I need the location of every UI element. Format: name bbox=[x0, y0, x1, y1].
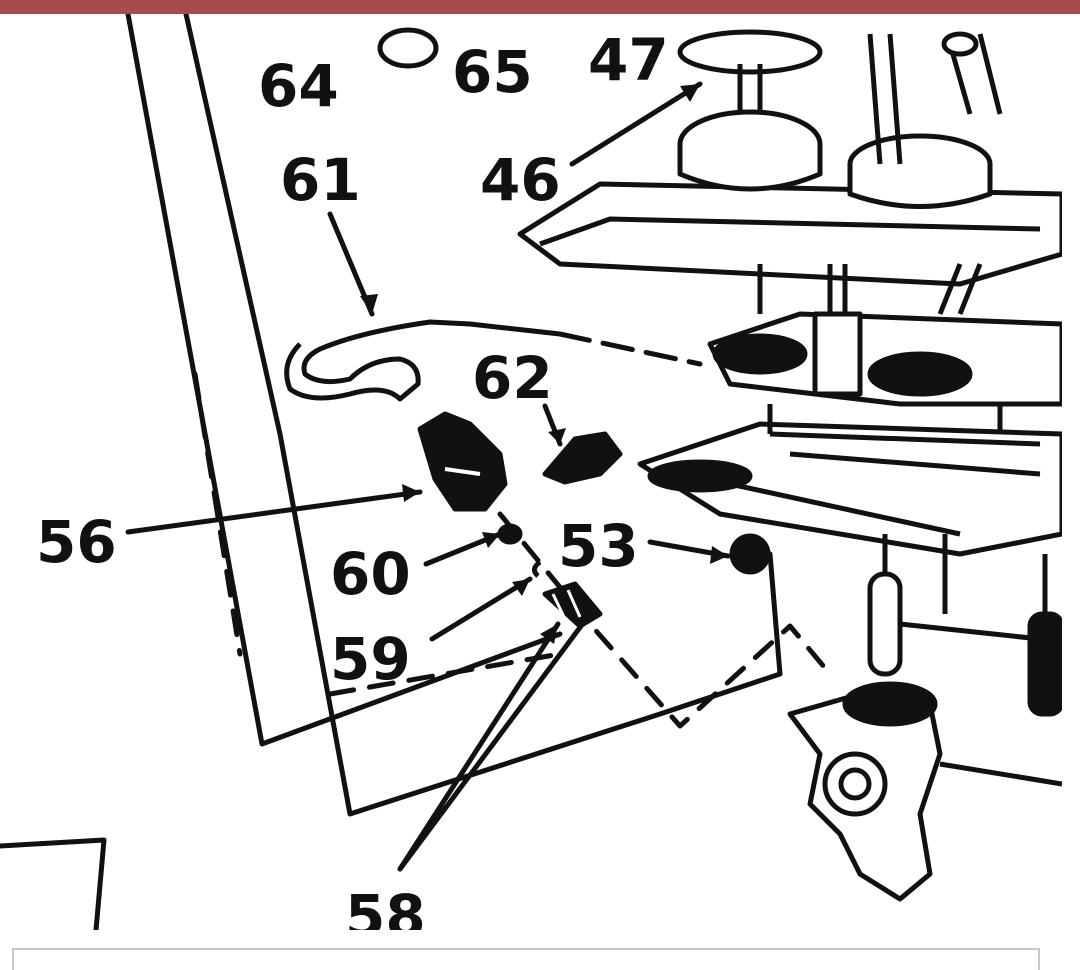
callout-46: 46 bbox=[480, 146, 561, 214]
callout-60: 60 bbox=[330, 540, 411, 608]
nut-62 bbox=[542, 431, 623, 485]
right-margin bbox=[1062, 14, 1080, 958]
upper-plate bbox=[517, 181, 1062, 287]
leader-58b bbox=[397, 611, 593, 872]
panel-right-edge bbox=[657, 551, 783, 717]
lower-plate bbox=[637, 421, 1062, 557]
ball-60 bbox=[497, 523, 523, 545]
callout-56: 56 bbox=[36, 508, 117, 576]
spring-clip-61 bbox=[284, 319, 561, 402]
leader-59 bbox=[429, 576, 533, 642]
diagram-svg: 64 65 47 46 61 62 56 60 53 59 58 bbox=[0, 14, 1062, 930]
leader-46 bbox=[569, 81, 703, 167]
callout-61: 61 bbox=[280, 146, 361, 214]
knob-47 bbox=[677, 29, 823, 75]
callout-62: 62 bbox=[472, 344, 553, 412]
callout-59: 59 bbox=[330, 625, 411, 693]
callout-58: 58 bbox=[345, 882, 426, 930]
dashed-line-left bbox=[192, 371, 243, 657]
callout-64: 64 bbox=[258, 52, 339, 120]
leader-56 bbox=[125, 489, 423, 535]
panel-outline-inner bbox=[183, 14, 663, 817]
header-accent-bar bbox=[0, 0, 1080, 14]
callout-65: 65 bbox=[452, 38, 533, 106]
bushing-56 bbox=[417, 411, 508, 512]
dashed-line-bottom bbox=[327, 651, 563, 697]
c-clip-59 bbox=[532, 559, 542, 578]
caption-box bbox=[12, 948, 1040, 970]
spring-58 bbox=[542, 581, 603, 629]
washer-65 bbox=[377, 27, 439, 69]
corner-bracket bbox=[0, 837, 107, 930]
leader-58a bbox=[397, 621, 561, 872]
dashed-line-rod bbox=[557, 331, 703, 367]
exploded-parts-diagram: 64 65 47 46 61 62 56 60 53 59 58 bbox=[0, 14, 1062, 930]
rod-pin bbox=[867, 571, 903, 677]
callout-47: 47 bbox=[588, 26, 669, 94]
screw-53 bbox=[729, 533, 771, 575]
callout-53: 53 bbox=[558, 512, 639, 580]
